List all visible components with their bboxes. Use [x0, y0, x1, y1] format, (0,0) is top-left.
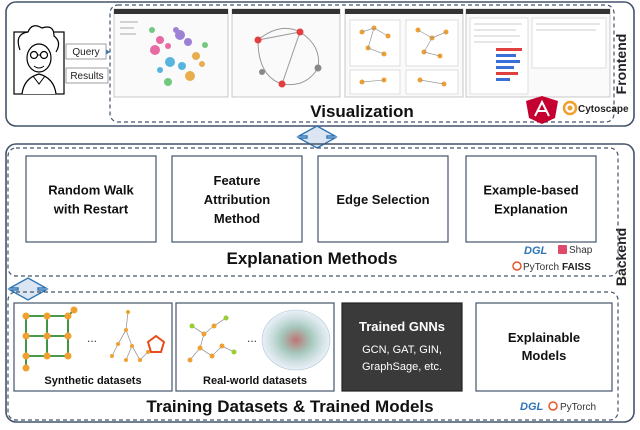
- dgl-logo-bottom: DGL: [520, 401, 544, 413]
- screenshot-panel-subgraph: [231, 8, 341, 98]
- synthetic-ellipsis: ...: [87, 331, 97, 345]
- trained-gnns-title: Trained GNNs: [359, 319, 445, 334]
- realworld-ellipsis: ...: [247, 331, 257, 345]
- method-1-line-2: with Restart: [53, 202, 129, 217]
- method-box-3: [317, 155, 449, 243]
- visualization-title: Visualization: [310, 102, 414, 121]
- updown-arrow-methods-datasets: [7, 277, 49, 301]
- synthetic-tree-graph: [110, 310, 150, 362]
- realworld-hairball-ring: [261, 309, 331, 371]
- cytoscape-logo: Cytoscape: [562, 100, 629, 116]
- synthetic-datasets-box: [13, 302, 173, 392]
- synthetic-grid-graph: [22, 306, 78, 372]
- method-4-line-2: Explanation: [494, 202, 568, 217]
- screenshot-panel-embedding: [113, 8, 229, 98]
- pytorch-icon-bottom: [548, 401, 558, 411]
- angular-logo: [526, 96, 558, 124]
- realworld-hairball-graph: [262, 310, 330, 370]
- backend-outer-box: [5, 143, 635, 423]
- trained-gnns-line-2: GraphSage, etc.: [362, 361, 442, 373]
- method-4-line-1: Example-based: [483, 183, 578, 198]
- method-2-line-1: Feature: [214, 173, 261, 188]
- screenshot-panel-explanation: [344, 8, 464, 98]
- datasets-models-title: Training Datasets & Trained Models: [146, 397, 433, 416]
- frontend-side-label: Frontend: [613, 34, 629, 95]
- explanation-methods-title: Explanation Methods: [227, 249, 398, 268]
- realworld-small-graph: [187, 315, 237, 363]
- results-label: Results: [70, 71, 103, 82]
- synthetic-datasets-label: Synthetic datasets: [44, 375, 141, 387]
- method-2-line-3: Method: [214, 211, 260, 226]
- pytorch-logo: PyTorch: [523, 262, 559, 273]
- method-1-line-1: Random Walk: [48, 183, 134, 198]
- cytoscape-label: Cytoscape: [578, 104, 629, 115]
- shap-logo: Shap: [569, 245, 593, 256]
- backend-side-label: Backend: [613, 228, 629, 286]
- query-label-box: [65, 43, 107, 60]
- screenshot-panel-features: [465, 8, 611, 98]
- method-box-2: [171, 155, 303, 243]
- explanation-methods-box: [7, 147, 619, 277]
- methods-tech-logos: DGL Shap PyTorch FAISS: [512, 245, 593, 273]
- visualization-box: [109, 4, 615, 123]
- explainable-models-line-1: Explainable: [508, 330, 580, 345]
- method-3-line-1: Edge Selection: [336, 192, 429, 207]
- explanation-methods-list: Random Walk with Restart FeatureAttributio…: [25, 155, 597, 243]
- user-icon: [13, 25, 65, 95]
- results-label-box: [65, 67, 109, 84]
- explainable-models-line-2: Models: [522, 348, 567, 363]
- pytorch-logo-bottom: PyTorch: [560, 402, 596, 413]
- trained-gnns-box: [341, 302, 463, 392]
- synthetic-pentagon-motif: [146, 334, 166, 353]
- explainable-models-box: [475, 302, 613, 392]
- pytorch-icon: [512, 261, 522, 271]
- trained-gnns-line-1: GCN, GAT, GIN,: [362, 344, 442, 356]
- method-box-1: [25, 155, 157, 243]
- updown-arrow-frontend-backend: [296, 125, 338, 149]
- method-box-4: [465, 155, 597, 243]
- realworld-datasets-label: Real-world datasets: [203, 375, 307, 387]
- datasets-models-box: [7, 291, 619, 421]
- method-2-line-2: Attribution: [204, 192, 270, 207]
- dgl-logo: DGL: [524, 245, 548, 257]
- faiss-logo: FAISS: [562, 262, 591, 273]
- query-label: Query: [72, 47, 99, 58]
- datasets-tech-logos: DGL PyTorch: [520, 401, 596, 413]
- shap-icon: [558, 245, 567, 254]
